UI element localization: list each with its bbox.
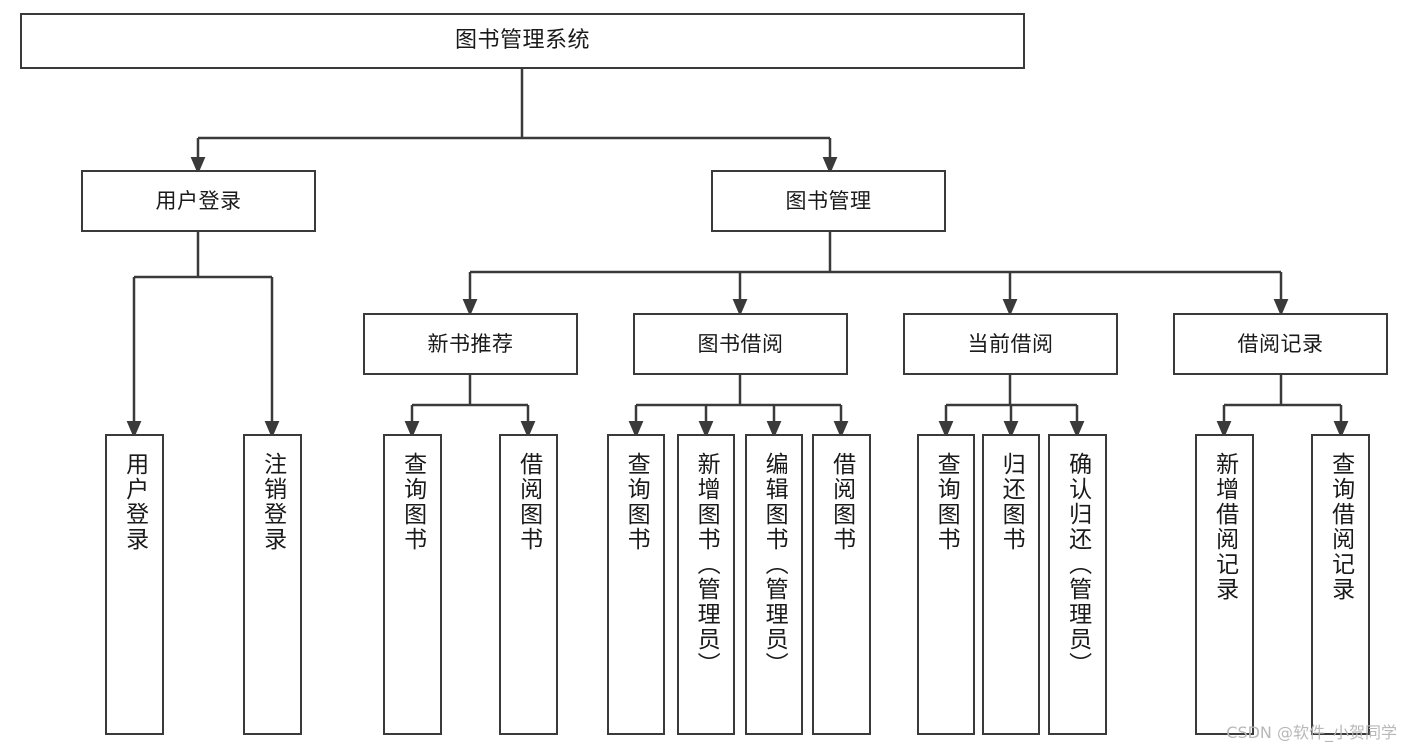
node-label: 用户登录: [121, 452, 148, 552]
node-current-borrow[interactable]: 当前借阅: [903, 313, 1118, 375]
node-label: 查询图书: [933, 452, 960, 552]
leaf-query-book-recommend[interactable]: 查询图书: [383, 434, 442, 735]
node-label: 注销登录: [259, 452, 286, 552]
node-label: 借阅记录: [1237, 331, 1324, 356]
node-label: 当前借阅: [967, 331, 1054, 356]
leaf-add-borrow-record[interactable]: 新增借阅记录: [1195, 434, 1254, 735]
node-label: 编辑图书（管理员）: [761, 452, 788, 677]
node-user-login[interactable]: 用户登录: [81, 170, 316, 232]
node-borrow-record[interactable]: 借阅记录: [1173, 313, 1388, 375]
node-label: 查询借阅记录: [1327, 452, 1354, 602]
leaf-query-borrow-record[interactable]: 查询借阅记录: [1311, 434, 1370, 735]
watermark-text: CSDN @软件_小贺同学: [1226, 723, 1397, 742]
leaf-query-book-current[interactable]: 查询图书: [917, 434, 975, 735]
node-book-manage[interactable]: 图书管理: [711, 170, 946, 232]
node-root-book-management-system[interactable]: 图书管理系统: [20, 13, 1025, 69]
node-book-borrow[interactable]: 图书借阅: [633, 313, 848, 375]
node-label: 图书借阅: [697, 331, 784, 356]
node-label: 归还图书: [998, 452, 1025, 552]
leaf-borrow-book-recommend[interactable]: 借阅图书: [499, 434, 558, 735]
leaf-query-book-borrow[interactable]: 查询图书: [607, 434, 665, 735]
leaf-confirm-return[interactable]: 确认归还（管理员）: [1048, 434, 1107, 735]
node-label: 借阅图书: [828, 452, 855, 552]
leaf-logout[interactable]: 注销登录: [243, 434, 302, 735]
leaf-borrow-book[interactable]: 借阅图书: [812, 434, 871, 735]
leaf-edit-book[interactable]: 编辑图书（管理员）: [745, 434, 803, 735]
node-label: 图书管理: [785, 188, 872, 213]
leaf-return-book[interactable]: 归还图书: [982, 434, 1040, 735]
node-label: 确认归还（管理员）: [1064, 452, 1091, 677]
leaf-add-book[interactable]: 新增图书（管理员）: [677, 434, 735, 735]
node-label: 用户登录: [155, 188, 242, 213]
node-label: 新增图书（管理员）: [693, 452, 720, 677]
node-label: 查询图书: [623, 452, 650, 552]
node-label: 图书管理系统: [454, 28, 590, 54]
node-label: 查询图书: [399, 452, 426, 552]
node-label: 新书推荐: [427, 331, 514, 356]
node-new-book-recommend[interactable]: 新书推荐: [363, 313, 578, 375]
node-label: 新增借阅记录: [1211, 452, 1238, 602]
leaf-user-login[interactable]: 用户登录: [105, 434, 164, 735]
node-label: 借阅图书: [515, 452, 542, 552]
